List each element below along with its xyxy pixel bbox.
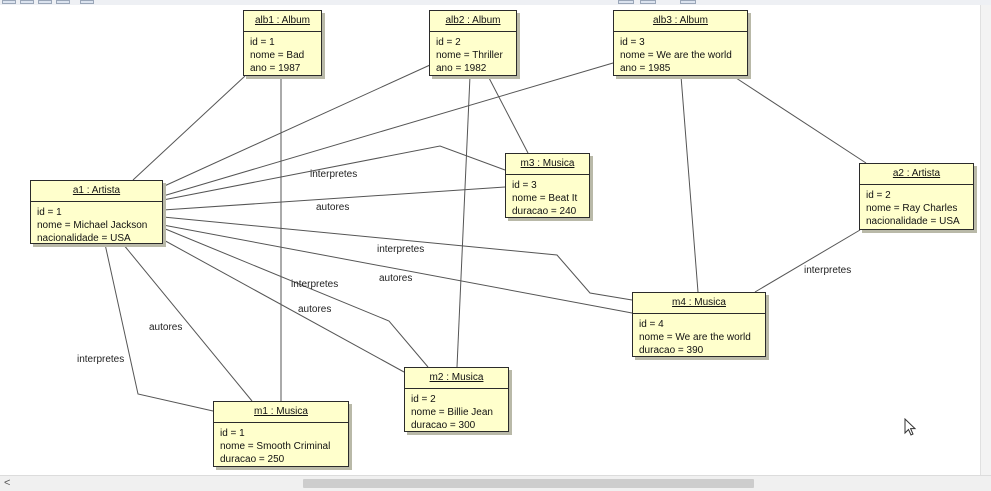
association-label: interpretes xyxy=(377,244,425,255)
object-attribute: nacionalidade = USA xyxy=(37,233,131,244)
link-a1-m3-autores xyxy=(162,186,506,211)
object-title: m1 : Musica xyxy=(254,406,308,417)
object-attribute: id = 1 xyxy=(250,37,275,48)
object-attribute: nome = Bad xyxy=(250,50,305,61)
object-attribute: duracao = 390 xyxy=(639,345,704,356)
object-attribute: id = 3 xyxy=(512,180,537,191)
toolbar-button[interactable] xyxy=(56,0,70,4)
link-a1-m4-autores xyxy=(162,224,633,314)
object-attribute: nome = Ray Charles xyxy=(866,203,958,214)
association-label: interpretes xyxy=(804,265,852,276)
object-a2[interactable]: a2 : Artista id = 2 nome = Ray Charles n… xyxy=(859,163,974,230)
link-a1-m1-interpretes xyxy=(104,243,214,412)
object-attribute: nome = Smooth Criminal xyxy=(220,441,331,452)
link-a1-m2-autores xyxy=(159,237,405,373)
object-m3[interactable]: m3 : Musica id = 3 nome = Beat It duraca… xyxy=(505,153,590,218)
link-a1-m1-autores xyxy=(122,243,253,402)
object-attribute: nome = Michael Jackson xyxy=(37,220,148,231)
object-alb2[interactable]: alb2 : Album id = 2 nome = Thriller ano … xyxy=(429,10,517,76)
object-title: a2 : Artista xyxy=(892,168,941,179)
object-alb1[interactable]: alb1 : Album id = 1 nome = Bad ano = 198… xyxy=(243,10,322,76)
toolbar-button[interactable] xyxy=(38,0,52,4)
object-m2[interactable]: m2 : Musica id = 2 nome = Billie Jean du… xyxy=(404,367,509,432)
association-label: autores xyxy=(316,202,350,213)
object-attribute: ano = 1982 xyxy=(436,63,487,74)
link-alb2-m2 xyxy=(456,75,471,368)
association-label: autores xyxy=(149,322,183,333)
object-attribute: id = 1 xyxy=(220,428,245,439)
toolbar-button[interactable] xyxy=(618,0,634,4)
association-links xyxy=(104,62,867,412)
link-alb2-m3 xyxy=(487,75,529,154)
link-a1-alb3 xyxy=(162,62,614,197)
object-attribute: ano = 1985 xyxy=(620,63,671,74)
object-title: alb2 : Album xyxy=(445,15,501,26)
toolbar-button[interactable] xyxy=(20,0,34,4)
object-attribute: id = 2 xyxy=(411,394,436,405)
association-label: interpretes xyxy=(291,279,339,290)
toolbar-button[interactable] xyxy=(680,0,696,4)
object-m4[interactable]: m4 : Musica id = 4 nome = We are the wor… xyxy=(632,292,766,357)
link-a1-m4-interpretes xyxy=(162,216,633,301)
object-title: alb3 : Album xyxy=(652,15,709,26)
object-a1[interactable]: a1 : Artista id = 1 nome = Michael Jacks… xyxy=(30,180,163,244)
object-attribute: id = 2 xyxy=(436,37,461,48)
object-attribute: duracao = 240 xyxy=(512,206,577,217)
toolbar-button[interactable] xyxy=(80,0,94,4)
association-label: interpretes xyxy=(310,169,358,180)
object-attribute: nome = Thriller xyxy=(436,50,503,61)
object-attribute: id = 1 xyxy=(37,207,62,218)
object-title: m4 : Musica xyxy=(672,297,726,308)
association-label: autores xyxy=(298,304,332,315)
object-attribute: id = 4 xyxy=(639,319,664,330)
object-m1[interactable]: m1 : Musica id = 1 nome = Smooth Crimina… xyxy=(213,401,349,467)
object-title: m3 : Musica xyxy=(520,158,575,169)
link-a1-alb1 xyxy=(132,75,246,181)
object-attribute: nome = Billie Jean xyxy=(411,407,493,418)
link-alb3-a2 xyxy=(732,75,867,164)
object-attribute: id = 2 xyxy=(866,190,891,201)
object-title: m2 : Musica xyxy=(429,372,484,383)
object-attribute: duracao = 300 xyxy=(411,420,476,431)
mouse-pointer-icon xyxy=(904,418,917,436)
link-a1-alb2 xyxy=(159,64,431,189)
object-title: alb1 : Album xyxy=(254,15,311,26)
chevron-left-icon[interactable]: < xyxy=(4,477,11,489)
association-label: autores xyxy=(379,273,413,284)
horizontal-scrollbar[interactable]: < xyxy=(0,475,991,491)
association-label: interpretes xyxy=(77,354,125,365)
toolbar-button[interactable] xyxy=(2,0,16,4)
link-a1-m2-interpretes xyxy=(162,227,429,368)
link-alb3-m4 xyxy=(680,75,699,293)
object-attribute: ano = 1987 xyxy=(250,63,301,74)
object-alb3[interactable]: alb3 : Album id = 3 nome = We are the wo… xyxy=(613,10,748,76)
object-attribute: duracao = 250 xyxy=(220,454,285,465)
object-title: a1 : Artista xyxy=(72,185,121,196)
object-attribute: nome = Beat It xyxy=(512,193,578,204)
object-attribute: nome = We are the world xyxy=(639,332,751,343)
vertical-scrollbar[interactable] xyxy=(980,5,991,475)
link-a2-m4 xyxy=(754,229,861,293)
link-a1-m3-interpretes xyxy=(162,145,506,201)
object-attribute: id = 3 xyxy=(620,37,645,48)
object-attribute: nome = We are the world xyxy=(620,50,732,61)
toolbar-button[interactable] xyxy=(640,0,656,4)
scrollbar-thumb[interactable] xyxy=(303,479,754,488)
object-attribute: nacionalidade = USA xyxy=(866,216,960,227)
